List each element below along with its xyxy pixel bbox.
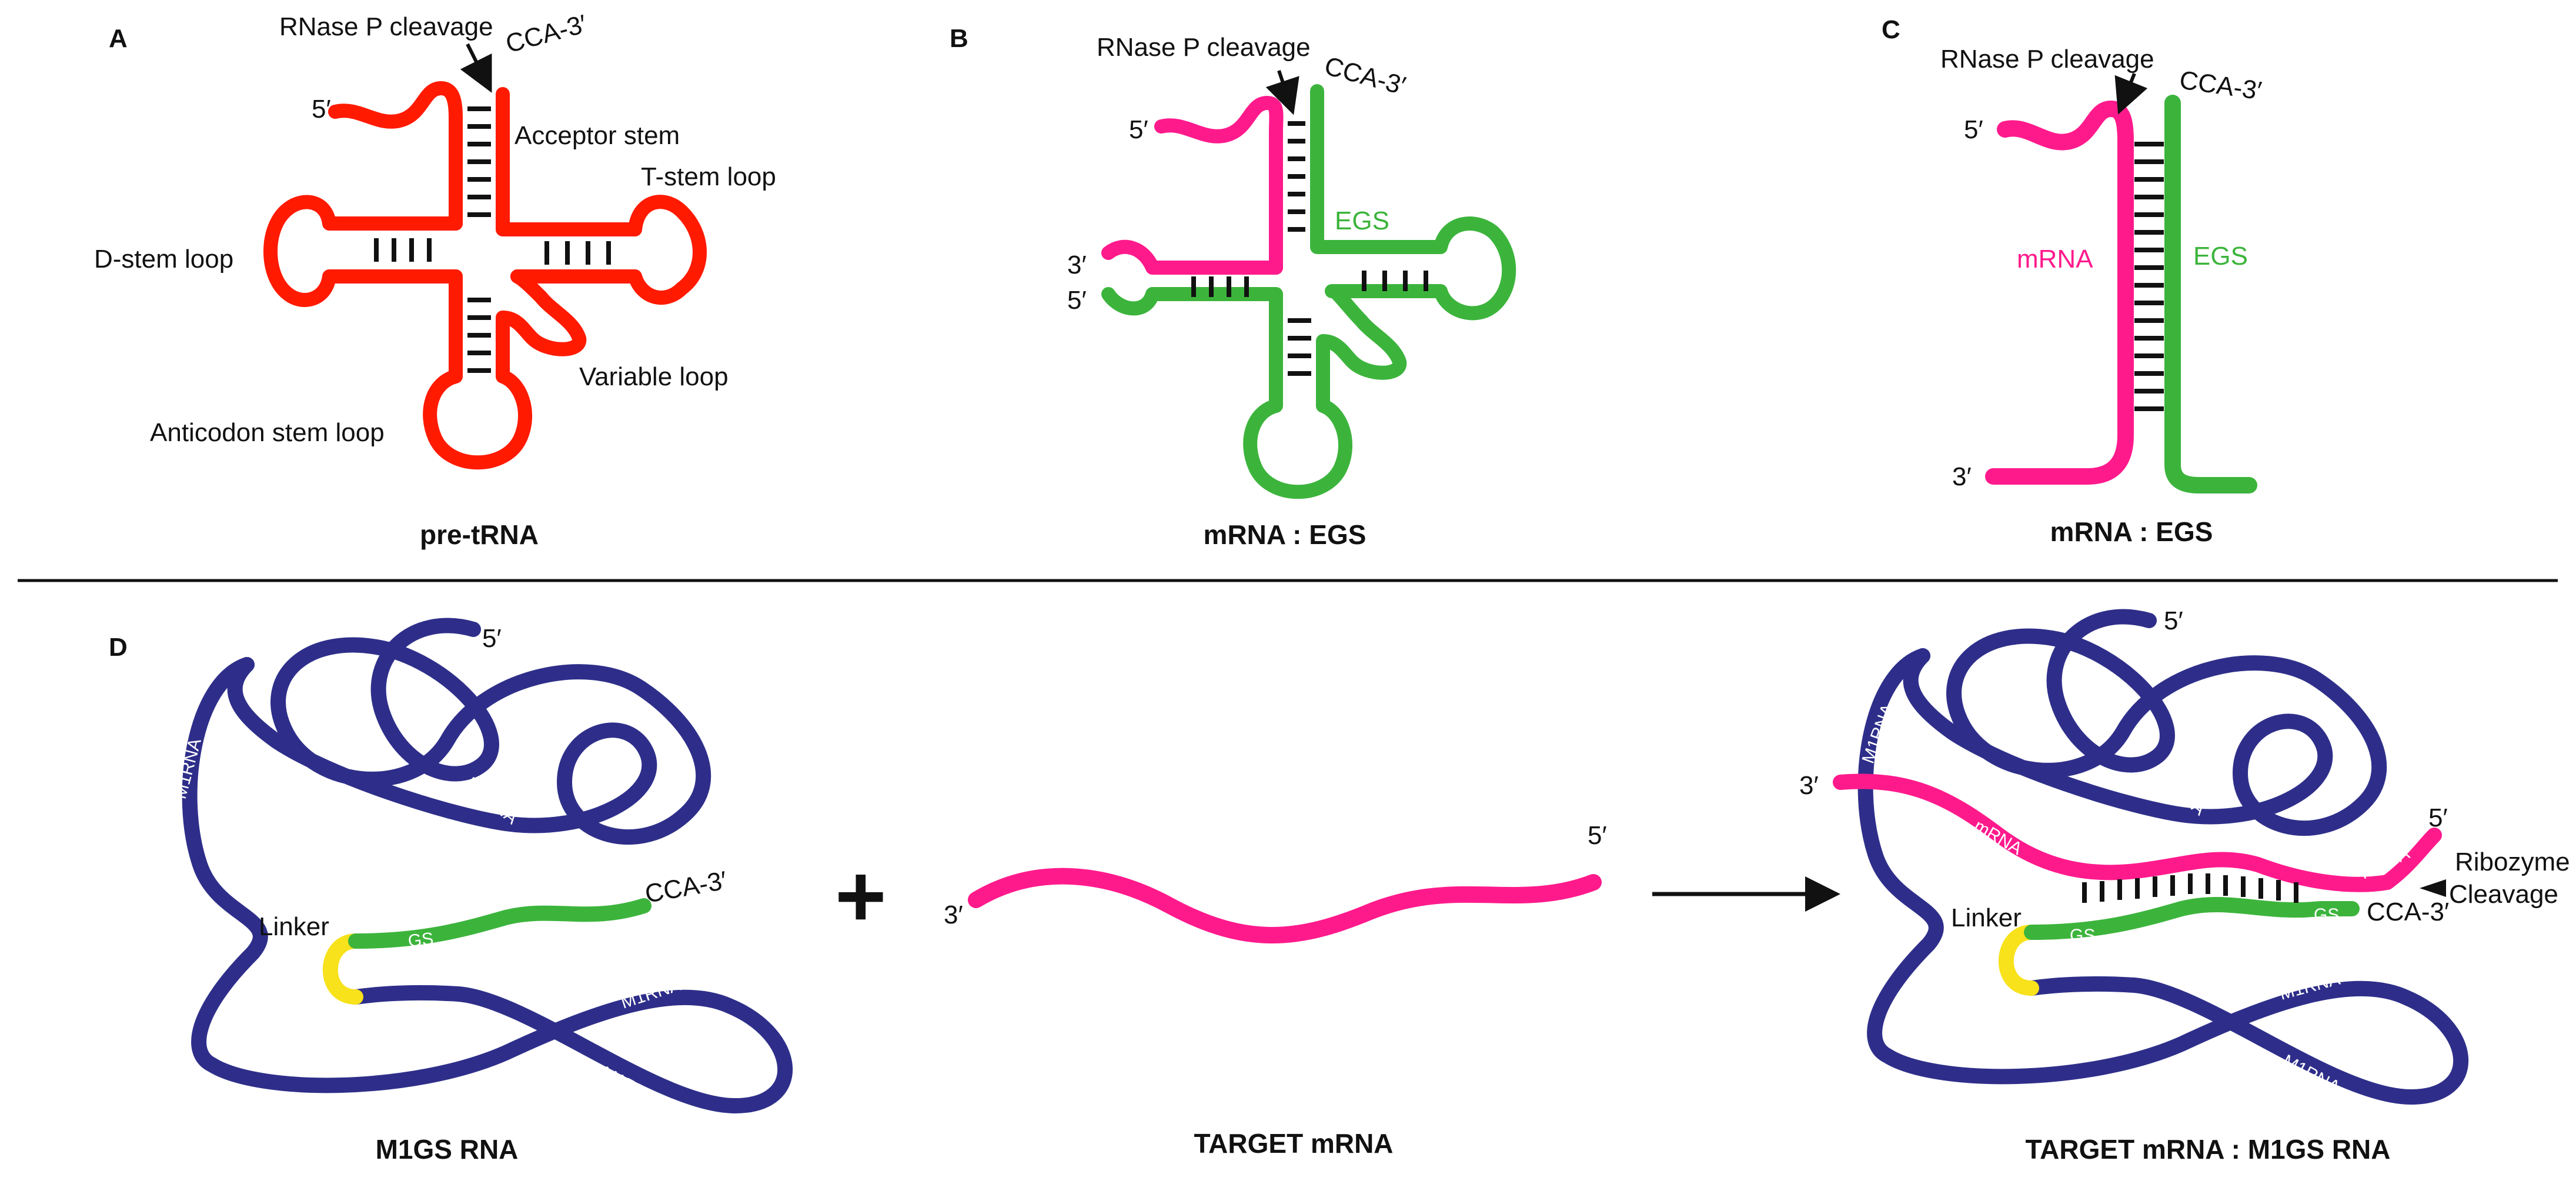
target-mrna-strand xyxy=(968,868,1602,943)
b-three-left-label: 3′ xyxy=(1067,251,1087,279)
complex-cca-label: CCA-3′ xyxy=(2367,898,2449,926)
target-m1gs-complex: 5′ 3′ 5′ CCA-3′ Linker mRNA mRNA GS GS M… xyxy=(1799,606,2570,1165)
ribozyme-label: Ribozyme xyxy=(2455,848,2570,876)
b-rnase-label: RNase P cleavage xyxy=(1097,33,1311,62)
b-egs-strand xyxy=(1101,84,1516,499)
a-caption: pre-tRNA xyxy=(420,519,539,550)
complex-top-loops xyxy=(1903,609,2387,836)
complex-five-right-label: 5′ xyxy=(2428,803,2448,832)
plus-sign: + xyxy=(835,846,887,945)
panel-c-letter: C xyxy=(1882,15,1900,44)
a-anticodon-label: Anticodon stem loop xyxy=(150,418,385,447)
b-five-left-label: 5′ xyxy=(1067,286,1087,315)
c-five-label: 5′ xyxy=(1964,115,1983,144)
m1gs-gs-label: GS xyxy=(407,929,435,951)
complex-linker-label: Linker xyxy=(1951,903,2022,932)
m1gs-linker xyxy=(322,933,363,1005)
panel-a: A xyxy=(94,9,776,550)
panel-c: C RNase P cleavage CCA-3′ 5′ 3′ mRNA EG xyxy=(1882,15,2263,547)
c-egs-label: EGS xyxy=(2193,242,2248,271)
rnase-arrow-c xyxy=(2114,72,2148,115)
b-cca-label: CCA-3′ xyxy=(1321,51,1408,101)
target-five-label: 5′ xyxy=(1588,821,1607,850)
c-mrna-strand xyxy=(1985,101,2134,485)
complex-caption: TARGET mRNA : M1GS RNA xyxy=(2026,1134,2391,1165)
a-tstem-label: T-stem loop xyxy=(641,162,776,191)
m1gs-top-loops xyxy=(227,618,711,845)
m1gs-bottom-loops xyxy=(182,657,793,1113)
rnase-arrow-b xyxy=(1265,70,1299,115)
b-five-top-label: 5′ xyxy=(1129,115,1148,144)
m1gs-cca-label: CCA-3′ xyxy=(643,866,729,909)
b-caption: mRNA : EGS xyxy=(1204,519,1366,550)
m1gs-five-label: 5′ xyxy=(482,624,502,653)
a-five-label: 5′ xyxy=(312,95,331,124)
complex-gs-strand xyxy=(2024,896,2360,940)
panel-a-letter: A xyxy=(109,24,128,53)
complex-five-top-label: 5′ xyxy=(2164,606,2183,635)
ribozyme-cleavage-arrow xyxy=(2420,879,2446,897)
panel-b: B xyxy=(950,24,1516,550)
b-base-pairs xyxy=(1191,121,1428,376)
target-mrna: 3′ 5′ TARGET mRNA xyxy=(944,821,1607,1159)
complex-mrna-strand xyxy=(1833,773,2442,892)
reaction-arrow-head xyxy=(1805,876,1840,912)
c-three-label: 3′ xyxy=(1952,462,1972,491)
ptrna-strand xyxy=(263,81,707,470)
target-caption: TARGET mRNA xyxy=(1194,1128,1393,1159)
ptrna-base-pairs xyxy=(374,106,611,373)
m1gs-rna: 5′ CCA-3′ Linker GS M1RNA M1RNA M1RNA M1… xyxy=(171,618,793,1165)
c-mrna-label: mRNA xyxy=(2017,245,2093,274)
complex-three-label: 3′ xyxy=(1799,771,1819,800)
panel-b-letter: B xyxy=(950,24,968,53)
complex-gs-label-1: GS xyxy=(2070,926,2095,945)
m1gs-caption: M1GS RNA xyxy=(376,1134,519,1165)
c-rnase-label: RNase P cleavage xyxy=(1940,45,2154,74)
rnase-arrow-a xyxy=(460,43,492,93)
complex-bottom-loops xyxy=(1857,648,2468,1105)
b-egs-label: EGS xyxy=(1335,206,1389,235)
m1gs-gs-strand xyxy=(348,898,651,949)
m1gs-m1rna-1: M1RNA xyxy=(171,736,205,801)
a-cca-label: CCA-3′ xyxy=(503,9,590,59)
c-base-pairs xyxy=(2134,142,2164,411)
a-dstem-label: D-stem loop xyxy=(94,245,233,274)
c-caption: mRNA : EGS xyxy=(2050,516,2213,547)
complex-base-pairs xyxy=(2082,873,2298,903)
m1gs-linker-label: Linker xyxy=(259,912,329,941)
target-three-label: 3′ xyxy=(944,900,963,929)
complex-linker xyxy=(1998,925,2039,996)
complex-gs-label-2: GS xyxy=(2314,905,2339,925)
a-acceptor-label: Acceptor stem xyxy=(514,121,680,150)
panel-d-letter: D xyxy=(109,633,128,662)
complex-mrna-label-1: mRNA xyxy=(1971,816,2026,859)
c-cca-label: CCA-3′ xyxy=(2178,65,2264,105)
a-rnase-label: RNase P cleavage xyxy=(279,12,493,41)
c-egs-strand xyxy=(2164,95,2257,493)
cleavage-label: Cleavage xyxy=(2449,880,2558,909)
a-variable-label: Variable loop xyxy=(579,362,729,391)
panel-d: D 5′ CCA-3′ Linker GS M1RNA M1RNA M1RNA … xyxy=(109,606,2570,1165)
